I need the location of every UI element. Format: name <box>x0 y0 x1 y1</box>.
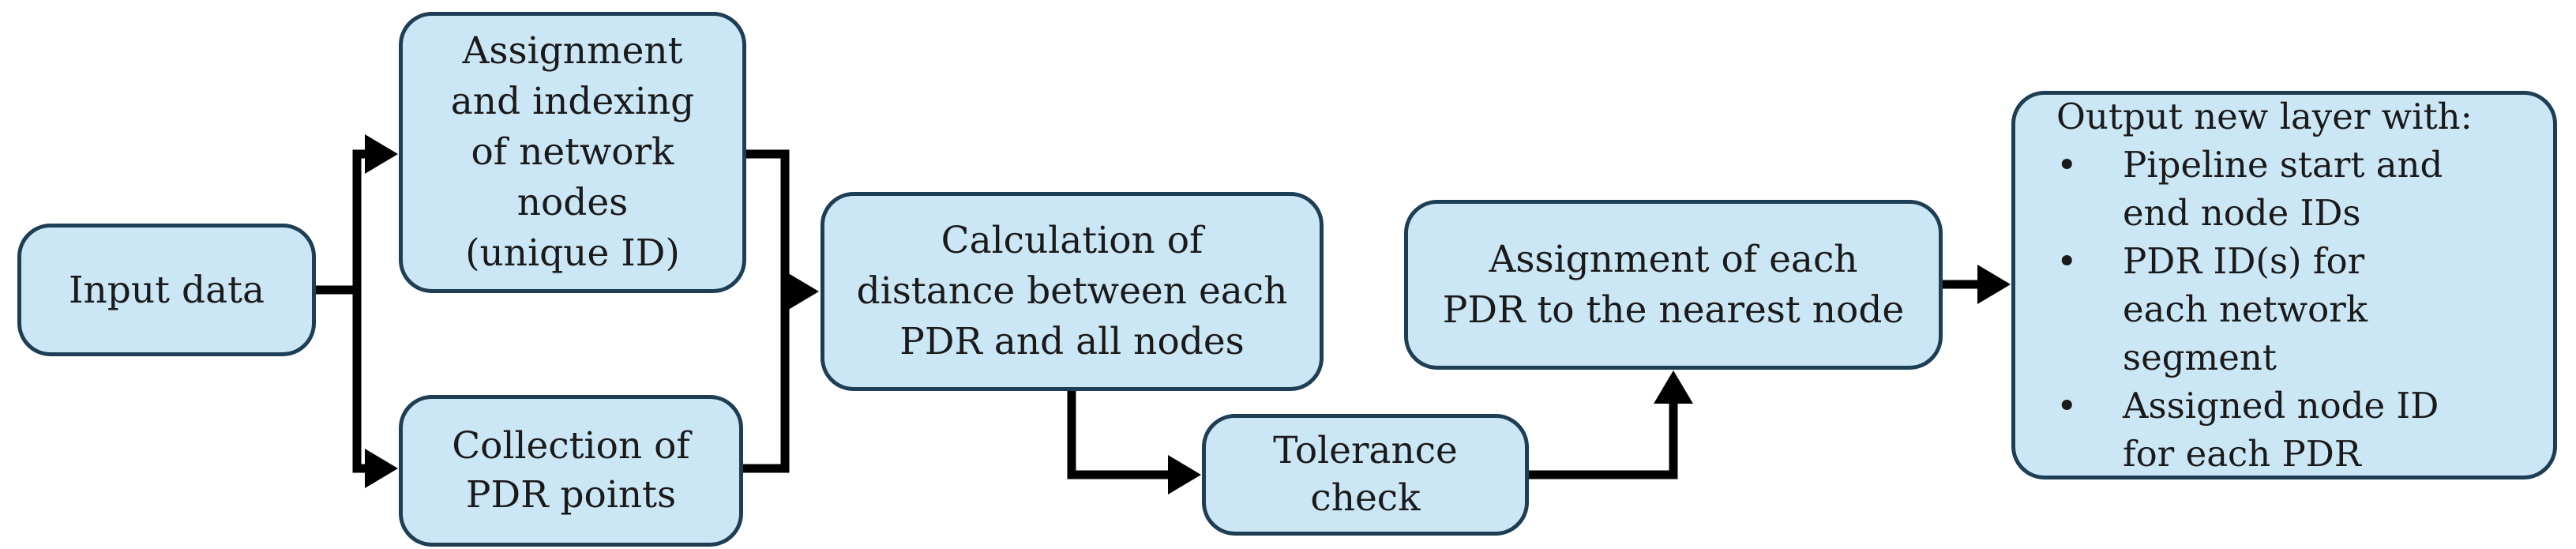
output-bullet-item: • Assigned node ID for each PDR <box>2056 382 2446 478</box>
bullet-icon: • <box>2056 240 2078 282</box>
bullet-text: PDR ID(s) for each network segment <box>2123 240 2368 378</box>
node-label-line: of network <box>471 130 674 174</box>
arrowhead-into-tolerance-icon <box>1168 455 1201 494</box>
node-label-line: (unique ID) <box>465 231 680 275</box>
connector-input-branch <box>311 149 371 473</box>
node-label-line: Calculation of <box>941 219 1204 262</box>
node-output-layer: Output new layer with: • Pipeline start … <box>2011 91 2557 479</box>
node-label-line: Assignment of each <box>1489 237 1858 281</box>
output-title: Output new layer with: <box>2056 96 2473 137</box>
node-label-line: check <box>1310 476 1421 520</box>
connector-calculation-to-tolerance <box>1067 384 1173 479</box>
bullet-text: Pipeline start and end node IDs <box>2123 144 2443 234</box>
node-label-line: nodes <box>516 181 629 224</box>
node-label-line: distance between each <box>856 269 1288 313</box>
node-input-data: Input data <box>17 224 316 356</box>
arrowhead-into-assignment-indexing-icon <box>365 134 398 174</box>
arrowhead-into-calculation-icon <box>786 272 819 311</box>
arrowhead-into-nearest-icon <box>1654 370 1693 404</box>
node-assignment-indexing: Assignment and indexing of network nodes… <box>399 12 746 293</box>
bullet-icon: • <box>2056 385 2078 427</box>
node-label-line: PDR and all nodes <box>899 320 1245 363</box>
node-label: Input data <box>68 268 265 312</box>
node-label-line: Tolerance <box>1273 429 1458 472</box>
node-label-line: PDR points <box>465 473 677 517</box>
node-label-line: Collection of <box>452 424 690 468</box>
bullet-icon: • <box>2056 144 2078 186</box>
node-label-line: and indexing <box>450 80 695 123</box>
node-assignment-nearest: Assignment of each PDR to the nearest no… <box>1404 200 1943 370</box>
node-label-line: PDR to the nearest node <box>1442 288 1905 332</box>
output-bullet-item: • PDR ID(s) for each network segment <box>2056 237 2446 382</box>
arrowhead-into-output-icon <box>1977 265 2011 304</box>
node-tolerance-check: Tolerance check <box>1202 414 1529 536</box>
connector-tolerance-to-nearest <box>1526 400 1678 479</box>
node-calculation-distance: Calculation of distance between each PDR… <box>820 192 1324 391</box>
connector-merge-into-calculation <box>738 149 791 473</box>
node-label-line: Assignment <box>462 29 683 73</box>
bullet-text: Assigned node ID for each PDR <box>2123 385 2439 475</box>
arrowhead-into-collection-pdr-icon <box>365 449 398 488</box>
node-collection-pdr-points: Collection of PDR points <box>399 395 743 547</box>
output-bullet-item: • Pipeline start and end node IDs <box>2056 141 2446 237</box>
